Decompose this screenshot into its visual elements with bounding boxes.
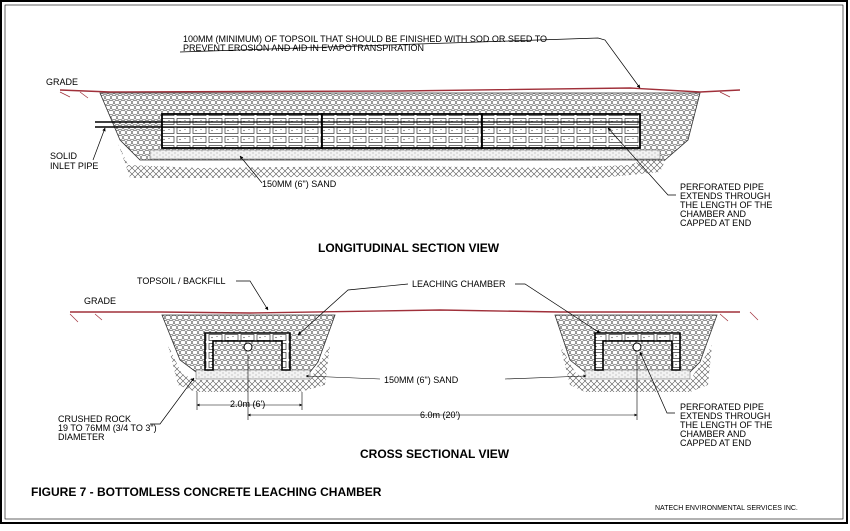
grade-label: GRADE	[46, 77, 78, 87]
rock-label-1: CRUSHED ROCK	[58, 414, 131, 424]
chamber-1	[161, 113, 323, 149]
topsoil-backfill-leader	[236, 280, 269, 311]
grade-line	[59, 87, 741, 93]
cross-perf-label-1: PERFORATED PIPE	[680, 402, 764, 412]
sand-leader-left	[305, 374, 381, 380]
longitudinal-section: 100MM (MINIMUM) OF TOPSOIL THAT SHOULD B…	[46, 34, 772, 255]
cross-heading: CROSS SECTIONAL VIEW	[360, 447, 510, 461]
native-soil-hatch-right	[560, 345, 712, 392]
width-dim-label: 2.0m (6')	[230, 399, 265, 409]
leaching-chamber-leader-right	[515, 283, 601, 334]
credit-label: NATECH ENVIRONMENTAL SERVICES INC.	[655, 505, 798, 512]
leaching-chamber-leader-left	[297, 283, 409, 336]
cross-perf-leader	[639, 351, 675, 414]
topsoil-leader	[179, 37, 641, 89]
solid-pipe-label-1: SOLID	[50, 151, 78, 161]
solid-pipe-label-2: INLET PIPE	[50, 161, 98, 171]
rock-label-2: 19 TO 76MM (3/4 TO 3")	[58, 423, 157, 433]
topsoil-backfill-label: TOPSOIL / BACKFILL	[137, 276, 226, 286]
leaching-chamber-label: LEACHING CHAMBER	[412, 279, 506, 289]
cross-sand-label: 150MM (6") SAND	[384, 375, 459, 385]
inlet-leader	[92, 127, 106, 161]
sand-leader	[239, 155, 263, 184]
cross-perf-label-2: EXTENDS THROUGH	[680, 411, 770, 421]
cross-grade-line	[70, 309, 740, 314]
sand-label: 150MM (6") SAND	[262, 179, 337, 189]
spacing-dim-label: 6.0m (20')	[420, 410, 460, 420]
perf-leader	[607, 127, 676, 196]
rock-label-3: DIAMETER	[58, 432, 105, 442]
figure-title: FIGURE 7 - BOTTOMLESS CONCRETE LEACHING …	[31, 485, 382, 499]
cross-perf-label-5: CAPPED AT END	[680, 438, 752, 448]
chamber-right	[594, 332, 681, 371]
sand-layer	[149, 149, 661, 160]
topsoil-note-1: 100MM (MINIMUM) OF TOPSOIL THAT SHOULD B…	[183, 34, 547, 44]
topsoil-note-2: PREVENT EROSION AND AID IN EVAPOTRANSPIR…	[183, 43, 424, 53]
perf-label-3: THE LENGTH OF THE	[680, 200, 772, 210]
perf-label-2: EXTENDS THROUGH	[680, 191, 770, 201]
perf-label-1: PERFORATED PIPE	[680, 182, 764, 192]
cross-grade-label: GRADE	[84, 296, 116, 306]
cross-section: TOPSOIL / BACKFILL GRADE LEACHING CHAMBE…	[58, 276, 772, 461]
cross-perf-label-4: CHAMBER AND	[680, 429, 747, 439]
sand-right	[584, 369, 691, 380]
sand-left	[195, 369, 311, 380]
longitudinal-heading: LONGITUDINAL SECTION VIEW	[318, 241, 500, 255]
perf-label-4: CHAMBER AND	[680, 209, 747, 219]
sand-leader-right	[504, 374, 587, 380]
chamber-left	[204, 332, 291, 371]
inner-border	[4, 4, 844, 520]
native-soil-hatch-left	[168, 345, 330, 392]
cross-perf-label-3: THE LENGTH OF THE	[680, 420, 772, 430]
chamber-3	[481, 113, 641, 149]
rock-leader	[150, 377, 195, 425]
chamber-2	[321, 113, 483, 149]
perf-label-5: CAPPED AT END	[680, 218, 752, 228]
native-soil-hatch	[118, 143, 670, 178]
